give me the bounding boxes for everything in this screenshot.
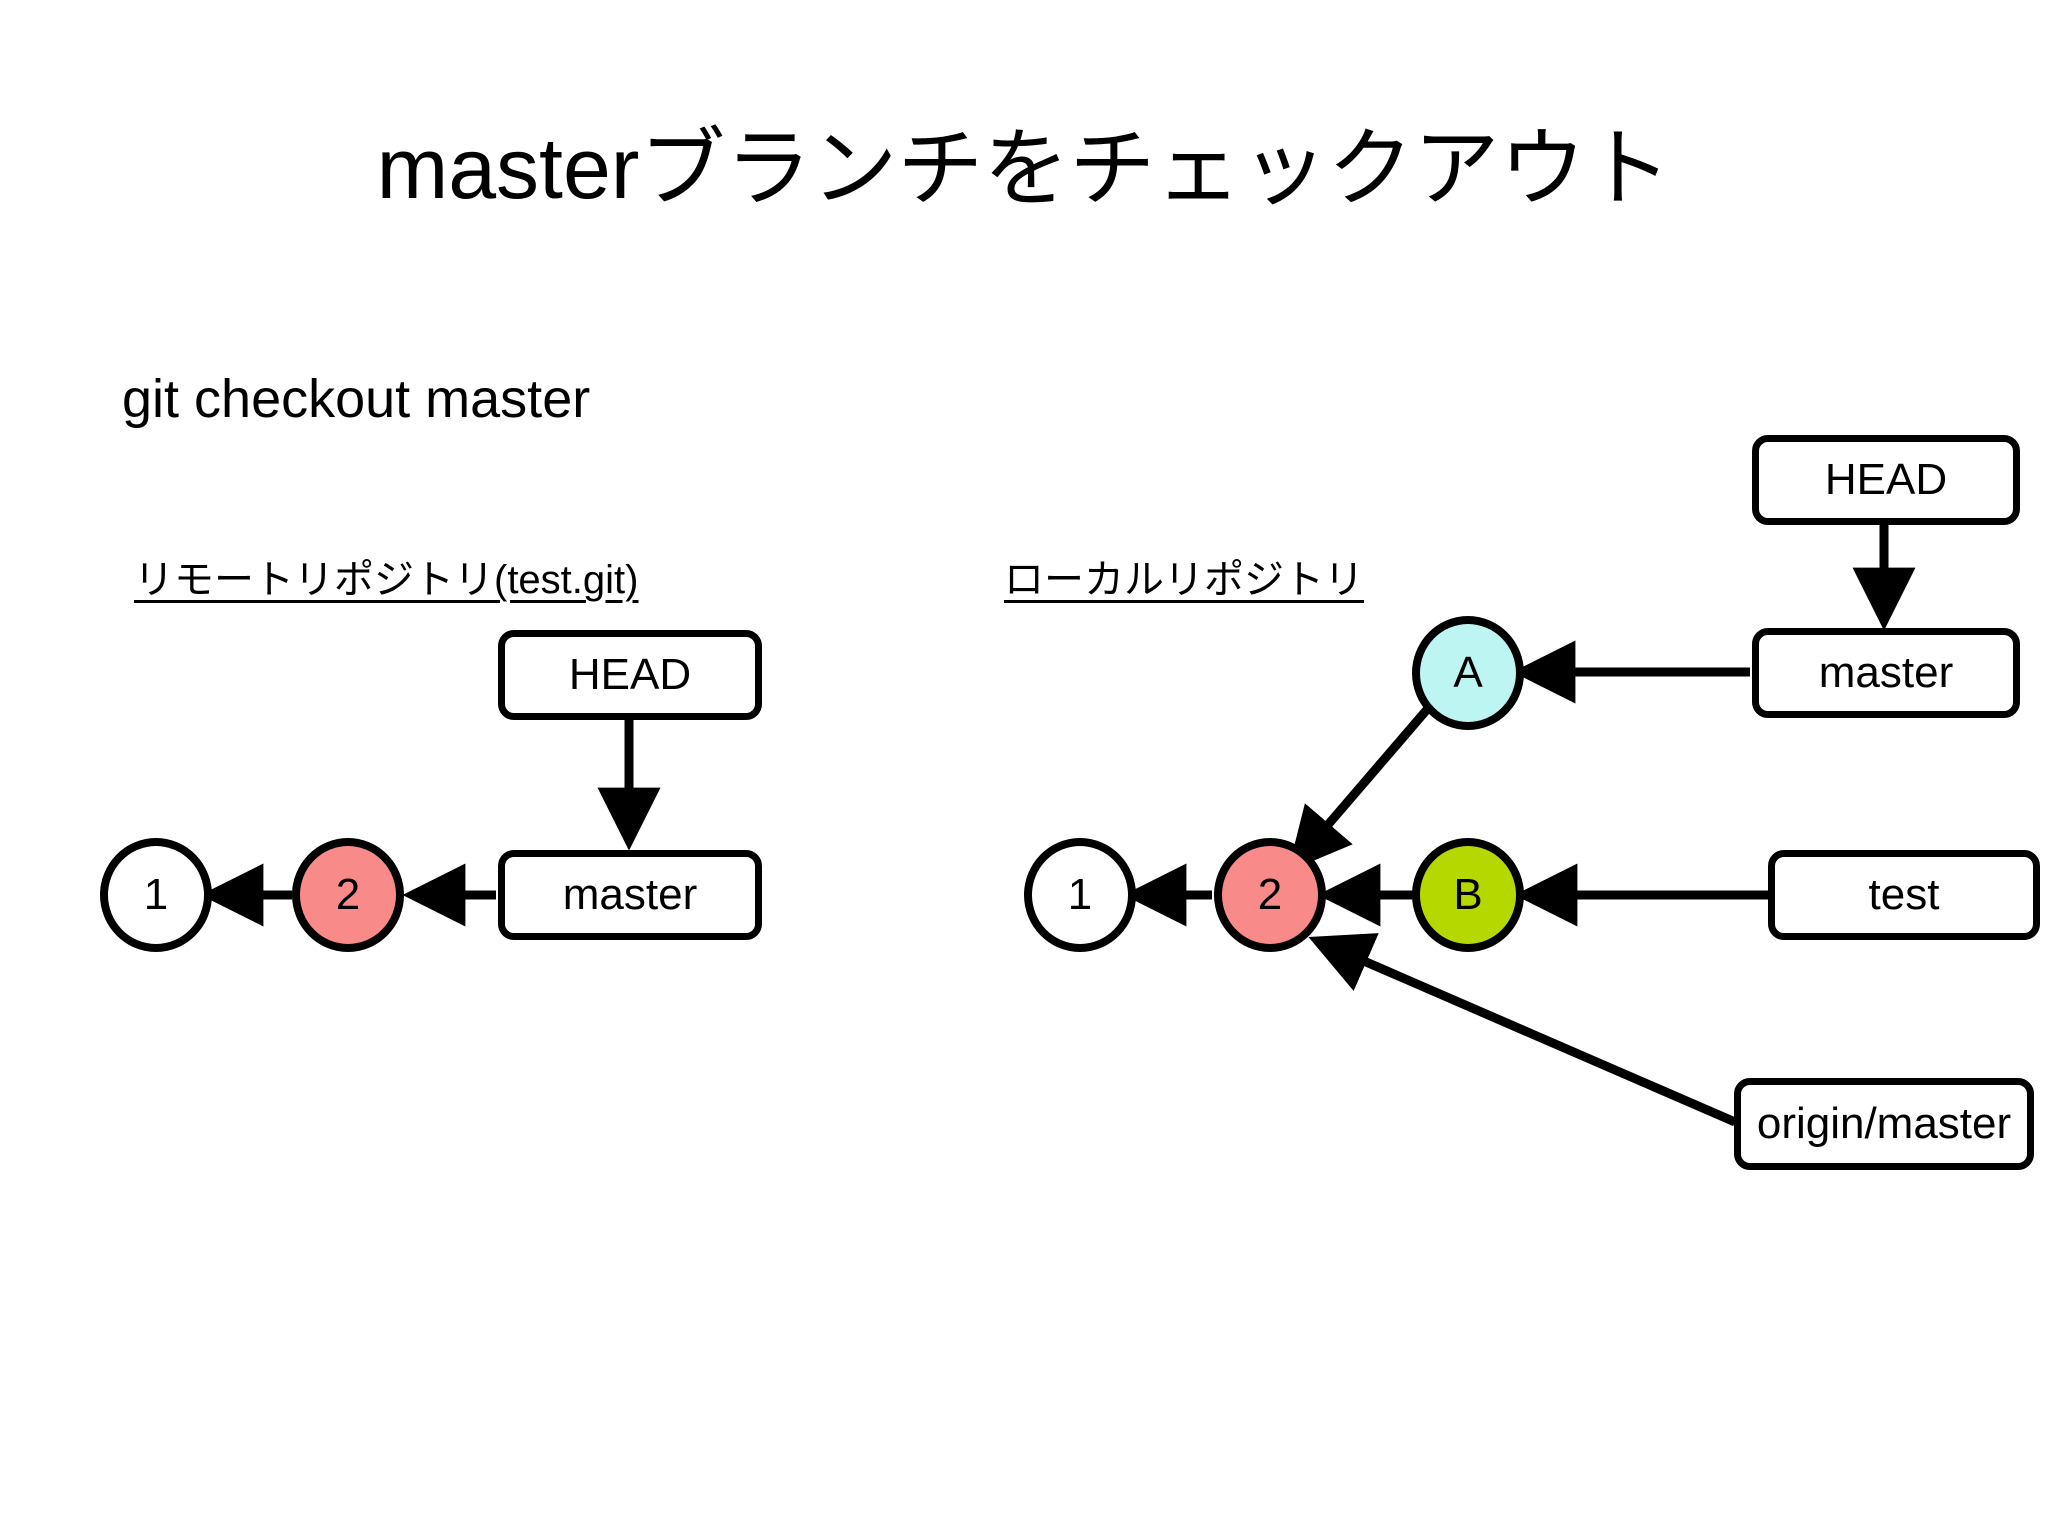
remote-commit-node-2[interactable]: 2 — [292, 838, 404, 952]
remote-commit-node-1[interactable]: 1 — [100, 838, 212, 952]
remote-commit-label-1: 1 — [143, 870, 169, 919]
local-commit-label-2: 2 — [1257, 870, 1283, 919]
local-ref-label-test: test — [1868, 870, 1940, 919]
local-commit-node-a[interactable]: A — [1412, 616, 1524, 730]
local-ref-label-origin-master: origin/master — [1756, 1099, 2012, 1148]
local-commit-node-1[interactable]: 1 — [1024, 838, 1136, 952]
remote-ref-box-master[interactable]: master — [498, 850, 762, 940]
local-ref-label-master: master — [1818, 648, 1954, 697]
local-commit-label-1: 1 — [1067, 870, 1093, 919]
local-ref-box-master[interactable]: master — [1752, 628, 2020, 718]
edge-local-commitA-to-commit2 — [1287, 703, 1434, 872]
page-title: masterブランチをチェックアウト — [376, 121, 1672, 217]
local-repository-label: ローカルリポジトリ — [1004, 558, 1364, 602]
remote-repository-label: リモートリポジトリ(test.git) — [134, 558, 639, 602]
local-ref-box-origin-master[interactable]: origin/master — [1734, 1078, 2034, 1170]
local-commit-label-a: A — [1453, 648, 1483, 697]
local-commit-node-b[interactable]: B — [1412, 838, 1524, 952]
local-ref-box-head[interactable]: HEAD — [1752, 435, 2020, 525]
remote-ref-label-head: HEAD — [568, 650, 692, 699]
edge-local-originmaster-to-commit2 — [1308, 933, 1737, 1127]
remote-ref-box-head[interactable]: HEAD — [498, 630, 762, 720]
local-commit-node-2[interactable]: 2 — [1214, 838, 1326, 952]
git-command-text: git checkout master — [122, 369, 591, 429]
local-ref-box-test[interactable]: test — [1768, 850, 2040, 940]
local-ref-label-head: HEAD — [1824, 455, 1948, 504]
remote-ref-label-master: master — [562, 870, 698, 919]
local-commit-label-b: B — [1453, 870, 1483, 919]
remote-commit-label-2: 2 — [335, 870, 361, 919]
